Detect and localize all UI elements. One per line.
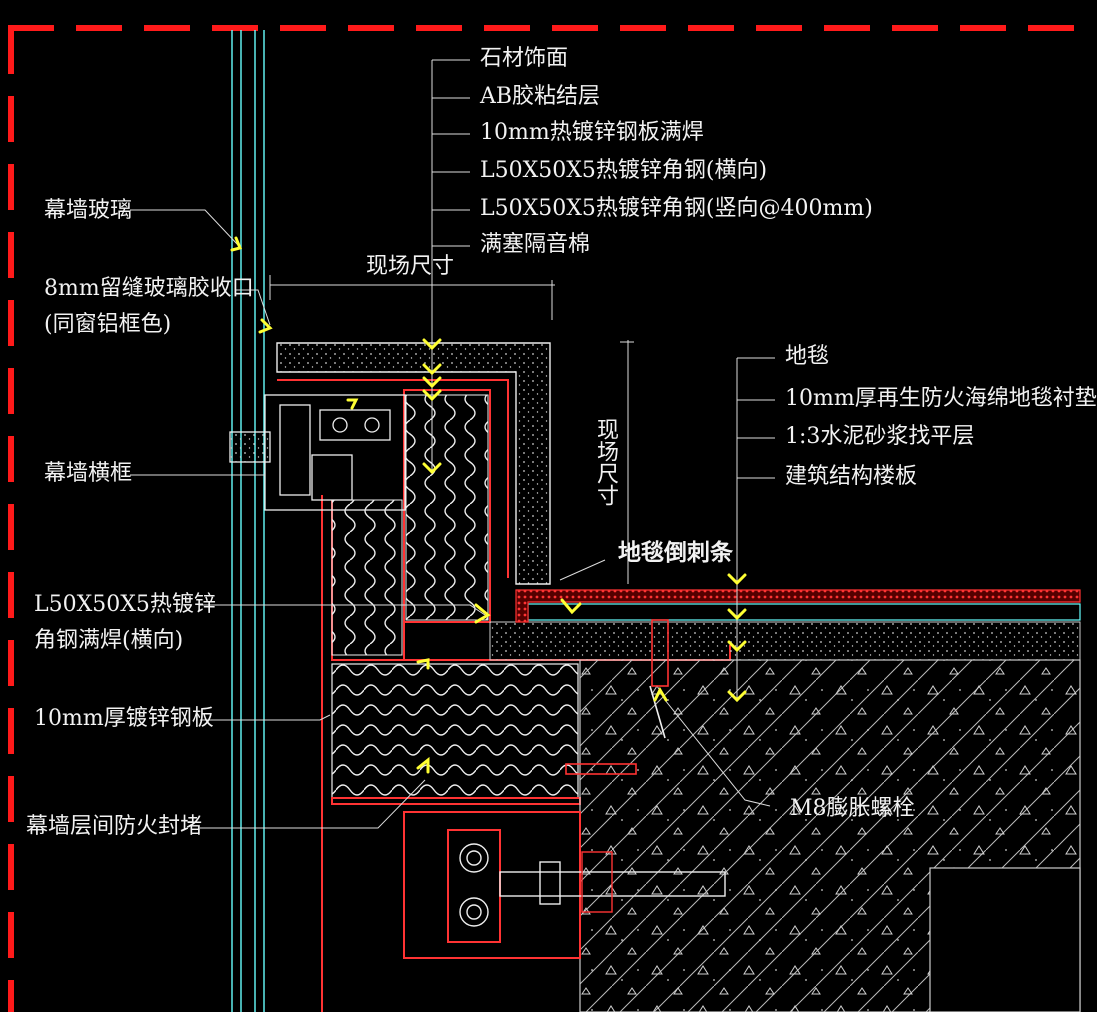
label-carpet-pad: 10mm厚再生防火海绵地毯衬垫: [785, 386, 1097, 411]
embed-plate: [403, 811, 581, 959]
anchor-bolts: [459, 843, 726, 927]
expansion-bolt-m8: [565, 619, 669, 775]
insulation-lower-left: [331, 499, 403, 656]
dimension-vertical-label: 现场尺寸: [593, 418, 618, 506]
label-slab: 建筑结构楼板: [785, 464, 918, 489]
label-carpet: 地毯: [785, 344, 830, 369]
yellow-arrows: [230, 236, 747, 774]
label-firestop: 幕墙层间防火封堵: [26, 814, 203, 839]
dimensions: [269, 275, 634, 584]
leader-lines: [130, 59, 775, 829]
label-curtain-glass: 幕墙玻璃: [44, 198, 133, 223]
insulation-cavity: [405, 394, 489, 621]
drawing-frame: [8, 25, 1075, 1012]
label-ab-adhesive: AB胶粘结层: [480, 84, 601, 109]
label-sealant-color: (同窗铝框色): [44, 312, 172, 337]
firestop-insulation: [331, 663, 579, 799]
label-carpet-gripper: 地毯倒刺条: [618, 540, 733, 566]
label-angle-horizontal: L50X50X5热镀锌角钢(横向): [480, 158, 768, 183]
structural-slab: [579, 659, 1081, 1012]
label-galvanized-plate: 10mm厚镀锌钢板: [34, 706, 214, 731]
label-stone-facing: 石材饰面: [480, 46, 569, 71]
label-steel-plate-weld: 10mm热镀锌钢板满焊: [480, 120, 704, 145]
label-angle-weld-2: 角钢满焊(横向): [34, 628, 184, 653]
carpet: [515, 589, 1081, 623]
curtain-wall-glass: [231, 30, 265, 1012]
label-expansion-bolt: M8膨胀螺栓: [790, 796, 915, 821]
transom-profile: [229, 394, 406, 511]
label-angle-weld-1: L50X50X5热镀锌: [34, 592, 216, 617]
stone-cladding: [276, 342, 551, 585]
dimension-horizontal-label: 现场尺寸: [366, 254, 455, 279]
mortar-screed: [489, 621, 1081, 661]
label-mortar: 1:3水泥砂浆找平层: [785, 424, 975, 449]
label-sealant-gap: 8mm留缝玻璃胶收口: [44, 276, 254, 301]
carpet-pad: [527, 603, 1081, 621]
label-transom: 幕墙横框: [44, 461, 133, 486]
label-angle-vertical: L50X50X5热镀锌角钢(竖向@400mm): [480, 196, 873, 221]
label-acoustic-insulation: 满塞隔音棉: [480, 232, 591, 257]
